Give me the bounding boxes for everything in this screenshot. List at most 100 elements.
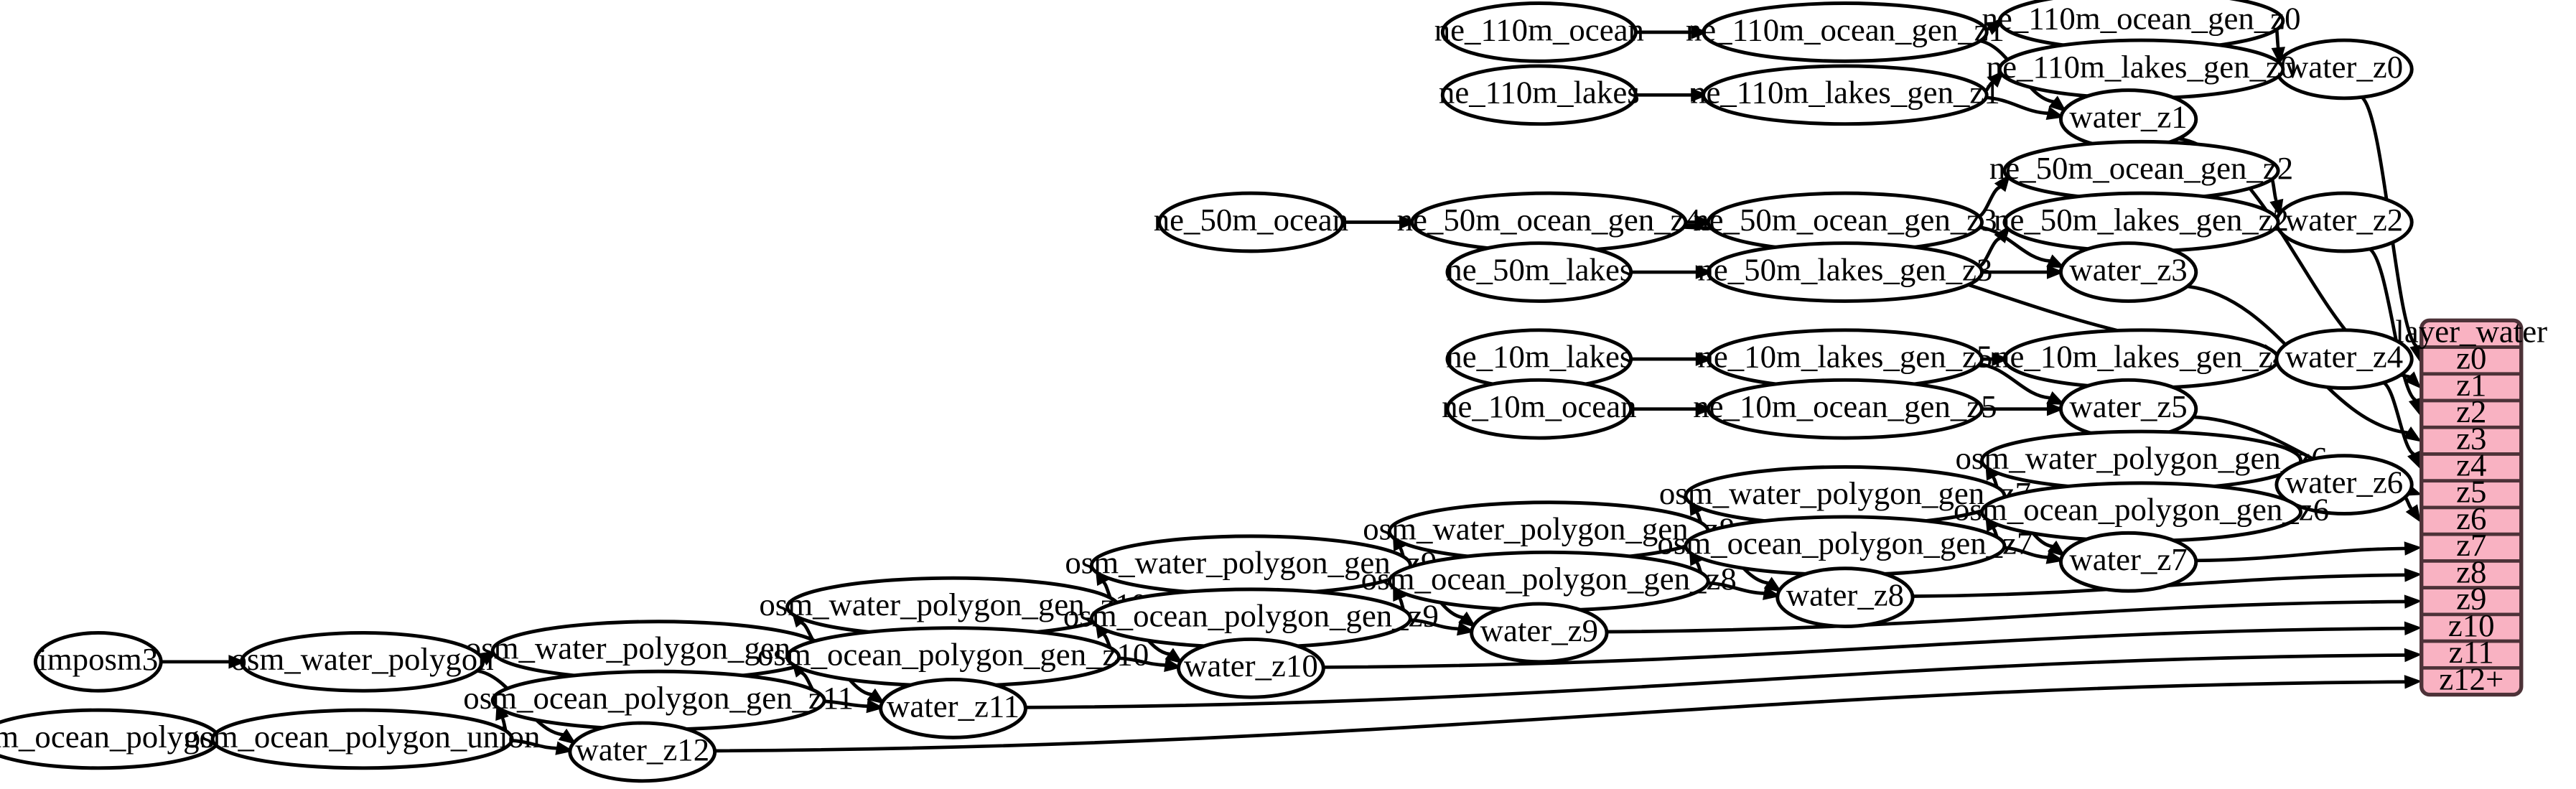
edge-arrowhead (2404, 594, 2422, 609)
node-water_z8[interactable]: water_z8 (1775, 566, 1915, 628)
edge-arrowhead (555, 741, 574, 755)
node-shape (1089, 534, 1412, 597)
node-shape (1684, 515, 2007, 577)
node-water_z3[interactable]: water_z3 (2058, 241, 2198, 303)
edge-ne_50m_ocean_gen_z3-to-ne_50m_ocean_gen_z2 (1976, 185, 2002, 220)
node-osm_ocean_polygon_gen_z10[interactable]: osm_ocean_polygon_gen_z10 (757, 626, 1149, 688)
node-water_z10[interactable]: water_z10 (1177, 637, 1325, 699)
edge-arrowhead (1399, 215, 1417, 230)
node-shape (2058, 88, 2198, 150)
node-shape (0, 708, 221, 770)
node-ne_50m_ocean[interactable]: ne_50m_ocean (1154, 191, 1348, 253)
record-row-z6[interactable] (2421, 505, 2521, 536)
edge-arrowhead (2045, 550, 2065, 564)
node-osm_ocean_polygon_gen_z11[interactable]: osm_ocean_polygon_gen_z11 (463, 669, 854, 732)
node-water_z9[interactable]: water_z9 (1470, 602, 1609, 664)
record-cells (2421, 320, 2521, 695)
node-osm_water_polygon_gen_z9[interactable]: osm_water_polygon_gen_z9 (1065, 534, 1437, 597)
node-shape (2274, 454, 2414, 515)
node-imposm3[interactable]: imposm3 (33, 630, 163, 693)
record-header-cell (2421, 320, 2521, 349)
edge-arrowhead (2048, 95, 2067, 113)
node-shape (2274, 191, 2414, 253)
edge-arrowhead (1763, 576, 1783, 593)
node-osm_water_polygon[interactable]: osm_water_polygon (230, 630, 494, 693)
edge-arrowhead (2046, 254, 2066, 269)
edge-arrowhead (2404, 648, 2422, 663)
node-ne_110m_ocean_gen_z1[interactable]: ne_110m_ocean_gen_z1 (1686, 1, 2005, 63)
node-shape (1387, 550, 1710, 612)
node-shape (879, 678, 1027, 739)
node-shape (1445, 241, 1633, 303)
node-water_z12[interactable]: water_z12 (568, 721, 717, 783)
node-water_z5[interactable]: water_z5 (2058, 378, 2198, 440)
node-water_z1[interactable]: water_z1 (2058, 88, 2198, 150)
node-osm_ocean_polygon_union[interactable]: osm_ocean_polygon_union (185, 708, 541, 770)
node-water_z2[interactable]: water_z2 (2274, 191, 2414, 253)
edge-osm_ocean_polygon_gen_z7-to-water_z7 (2001, 546, 2048, 559)
node-ne_110m_ocean[interactable]: ne_110m_ocean (1434, 1, 1644, 63)
edge-arrowhead (1695, 352, 1714, 366)
node-ne_50m_lakes_gen_z3[interactable]: ne_50m_lakes_gen_z3 (1697, 241, 1992, 303)
node-shape (239, 630, 485, 693)
edge-arrowhead (866, 699, 885, 714)
record-row-z7[interactable] (2421, 532, 2521, 563)
record-row-z12+[interactable] (2421, 666, 2521, 695)
record-row-z1[interactable] (2421, 372, 2521, 403)
edge-arrowhead (1691, 25, 1709, 39)
record-row-z9[interactable] (2421, 586, 2521, 617)
edge-arrowhead (1994, 174, 2011, 192)
edge-osm_ocean_polygon_gen_z10-to-water_z10 (1115, 656, 1166, 667)
record-row-z0[interactable] (2421, 345, 2521, 376)
edge-arrowhead (2046, 401, 2065, 416)
node-shape (1775, 566, 1915, 628)
edge-arrowhead (2404, 621, 2422, 635)
node-water_z11[interactable]: water_z11 (879, 678, 1027, 739)
node-osm_water_polygon_gen_z6[interactable]: osm_water_polygon_gen_z6 (1955, 429, 2328, 492)
node-osm_ocean_polygon_gen_z7[interactable]: osm_ocean_polygon_gen_z7 (1657, 515, 2033, 577)
record-row-z8[interactable] (2421, 559, 2521, 589)
edge-osm_ocean_polygon_union-to-water_z12 (508, 738, 558, 750)
edge-arrowhead (1987, 70, 2005, 88)
edge-arrowhead (2405, 504, 2422, 523)
node-osm_ocean_polygon_gen_z8[interactable]: osm_ocean_polygon_gen_z8 (1361, 550, 1737, 612)
record-row-z10[interactable] (2421, 612, 2521, 643)
node-shape (568, 721, 717, 783)
node-shape (1702, 64, 1989, 126)
node-water_z7[interactable]: water_z7 (2058, 531, 2198, 593)
edge-arrowhead (2408, 397, 2422, 416)
edge-arrowhead (1992, 352, 2010, 366)
node-ne_110m_lakes_gen_z1[interactable]: ne_110m_lakes_gen_z1 (1690, 64, 2000, 126)
edge-osm_ocean_polygon_gen_z8-to-water_z8 (1704, 581, 1765, 595)
edge-arrowhead (2404, 541, 2422, 556)
edge-arrowhead (1695, 265, 1714, 279)
node-shape (2274, 38, 2414, 101)
node-water_z0[interactable]: water_z0 (2274, 38, 2414, 101)
edge-water_z7-to-layer_water-z7 (2194, 546, 2406, 563)
layer-water-record-node[interactable]: layer_waterz0z1z2z3z4z5z6z7z8z9z10z11z12… (2395, 313, 2547, 696)
node-shape (1440, 1, 1638, 63)
node-osm_ocean_polygon[interactable]: osm_ocean_polygon (0, 708, 231, 770)
record-row-z5[interactable] (2421, 479, 2521, 510)
edge-arrowhead (2407, 450, 2421, 470)
node-ne_50m_lakes[interactable]: ne_50m_lakes (1445, 241, 1633, 303)
edge-arrowhead (2404, 568, 2422, 582)
edge-water_z10-to-layer_water-z10 (1322, 626, 2406, 669)
edge-arrowhead (2404, 675, 2422, 689)
edge-arrowhead (2047, 540, 2066, 557)
node-shape (2058, 241, 2198, 303)
record-row-z3[interactable] (2421, 425, 2521, 456)
node-ne_10m_ocean[interactable]: ne_10m_ocean (1442, 378, 1637, 440)
record-row-z4[interactable] (2421, 452, 2521, 483)
node-ne_50m_ocean_gen_z2[interactable]: ne_50m_ocean_gen_z2 (1989, 139, 2293, 202)
node-ne_110m_lakes[interactable]: ne_110m_lakes (1439, 64, 1640, 126)
record-row-z2[interactable] (2421, 398, 2521, 429)
node-ne_10m_ocean_gen_z5[interactable]: ne_10m_ocean_gen_z5 (1693, 378, 1997, 440)
record-row-z11[interactable] (2421, 639, 2521, 670)
edge-water_z9-to-layer_water-z9 (1605, 599, 2406, 634)
node-water_z4[interactable]: water_z4 (2274, 328, 2414, 390)
edge-osm_ocean_polygon_gen_z11-to-water_z11 (821, 699, 868, 709)
edge-arrowhead (2271, 47, 2285, 65)
node-shape (2058, 531, 2198, 593)
